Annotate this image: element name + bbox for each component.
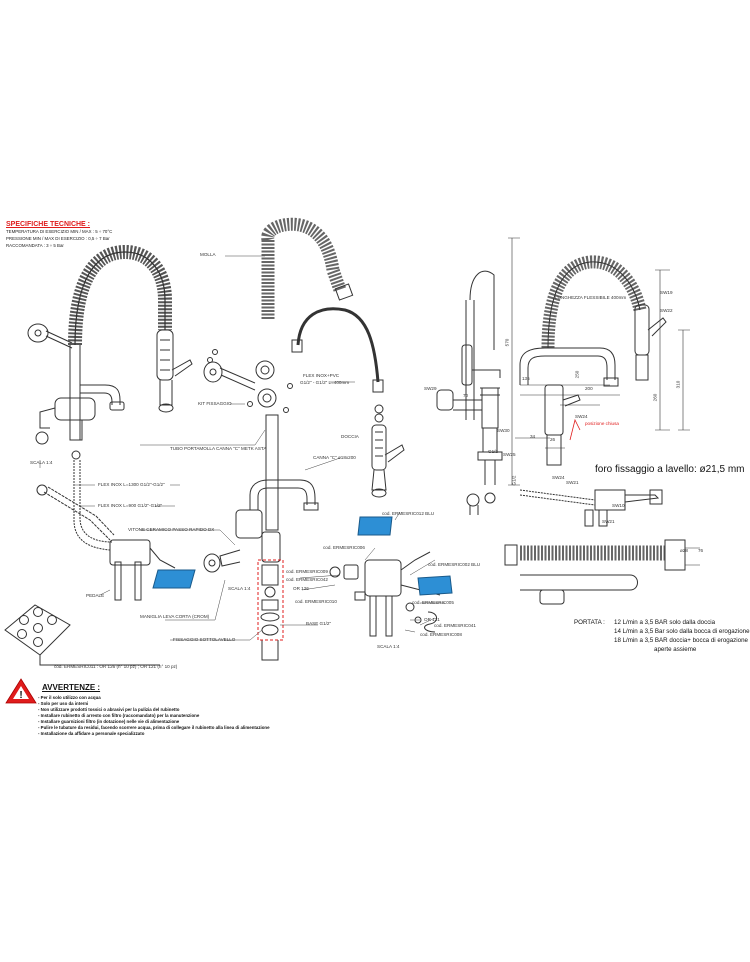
label-base: BASE G1/2" — [306, 621, 332, 626]
label-cod42: cod. ERMESRIC042 — [286, 577, 328, 582]
label-scala-left: SCALA 1:4 — [30, 460, 53, 465]
label-d70: 70 — [463, 393, 469, 398]
label-maniglia: MANIGLIA LEVA CORTA (CROM) — [140, 614, 210, 619]
label-cod11: cod. ERMESRIC011 : OR 126 (n° 10 pz) ; O… — [54, 664, 178, 669]
label-cod2: cod. ERMESRIC002 BLU — [428, 562, 481, 567]
label-kit-fissaggio: KIT FISSAGGIO — [198, 401, 232, 406]
blue-lever-1 — [357, 516, 393, 536]
label-cod8: cod. ERMESRIC008 — [420, 632, 462, 637]
label-sw21b: SW21 — [602, 519, 615, 524]
label-d570: 570 — [504, 338, 510, 347]
label-vitone: VITONE CERAMICO PASSO RAPIDO DX — [128, 527, 215, 532]
washer-kit — [4, 604, 160, 666]
svg-text:!: ! — [19, 690, 22, 701]
warnings-title: AVVERTENZE : — [42, 683, 101, 692]
label-d135: 135 — [522, 376, 530, 381]
portata-label: PORTATA : — [574, 619, 605, 626]
warning-item: - Non utilizzare prodotti tossici o abra… — [38, 707, 180, 712]
label-cod12: cod. ERMESRIC012 BLU — [382, 511, 435, 516]
label-flex-pvc: FLEX INOX+PVC — [303, 373, 340, 378]
portata-line-3: 18 L/min a 3,5 BAR doccia+ bocca di erog… — [614, 637, 748, 644]
label-scala-mid: SCALA 1:4 — [228, 586, 251, 591]
label-g12a: G1/2 — [488, 449, 498, 454]
label-flex-pvc-2: G1/2" - G1/2" L=400mm — [300, 380, 350, 385]
label-or126: OR 126 — [293, 586, 309, 591]
label-scala-right: SCALA 1:4 — [377, 644, 400, 649]
warning-item: - Solo per uso da interni — [38, 701, 89, 706]
label-cod6: cod. ERMESRIC006 — [323, 545, 365, 550]
label-molla: MOLLA — [200, 252, 216, 257]
label-sw21a: SW21 — [566, 480, 579, 485]
label-sw24b: SW24 — [552, 475, 565, 480]
label-cod10: cod. ERMESRIC010 — [295, 599, 337, 604]
pedal-blue-plate — [152, 569, 196, 589]
label-sw19: SW19 — [660, 290, 673, 295]
left-faucet-assembly — [27, 244, 193, 601]
label-sw30: SW30 — [497, 428, 510, 433]
label-canna: CANNA "C" ø18x200 — [313, 455, 356, 460]
label-d76: 76 — [698, 548, 704, 553]
warning-item: - Per il solo utilizzo con acqua — [38, 695, 101, 700]
label-tubo: TUBO PORTAMOLLA CANNA "C" METK ASTA — [170, 446, 267, 451]
specs-title: SPECIFICHE TECNICHE : — [6, 221, 91, 228]
label-cod41: cod. ERMESRIC041 — [434, 623, 476, 628]
warning-triangle-icon: ! — [5, 678, 37, 704]
label-foro: foro fissaggio a lavello: ø21,5 mm — [595, 464, 745, 475]
label-or121: OR 121 — [424, 617, 440, 622]
label-pedale: PEDALE — [86, 593, 105, 598]
label-fissaggio: FISSAGGIO SOTTOLAVELLO — [173, 637, 236, 642]
spec-line-3: RACCOMANDATA : 3 ÷ 5 Bar — [6, 243, 64, 248]
label-d250: 250 — [574, 370, 580, 379]
label-d34: 34 — [530, 434, 536, 439]
label-sw10: SW10 — [612, 503, 625, 508]
warning-item: - Pulire le tubature da residui, facendo… — [38, 725, 270, 730]
label-d200: 200 — [585, 386, 593, 391]
label-sw24a: SW24 — [575, 414, 588, 419]
label-flex2: FLEX INOX L=900 G1/2"-G1/2" — [98, 503, 163, 508]
exploded-view — [203, 217, 441, 661]
label-posizione: posizione chiusa — [585, 421, 619, 426]
spec-line-2: PRESSIONE MIN / MAX DI ESERCIZIO : 0,5 ÷… — [6, 236, 110, 241]
label-d260: 260 — [652, 393, 658, 402]
label-doccia: DOCCIA — [341, 434, 359, 439]
label-sw25: SW25 — [503, 452, 516, 457]
blue-lever-2 — [417, 575, 453, 596]
warning-item: - Installazione da affidare a personale … — [38, 731, 145, 736]
label-cod5: cod. ERMESRIC005 — [412, 600, 454, 605]
portata-line-2: 14 L/min a 3,5 Bar solo dalla bocca di e… — [614, 628, 750, 635]
label-g12b: G1/2 — [511, 475, 517, 486]
label-d26: 26 — [550, 437, 556, 442]
label-sw29: SW29 — [424, 386, 437, 391]
label-lunghezza: LUNGHEZZA FLESSIBILE 400mm — [555, 295, 627, 300]
label-d310: 310 — [675, 380, 681, 389]
dimensioned-drawing — [436, 237, 700, 605]
spec-line-1: TEMPERATURA DI ESERCIZIO MIN / MAX : 5 ÷… — [6, 229, 113, 234]
portata-line-4: aperte assieme — [654, 646, 697, 653]
warning-item: - Installare guarnizioni filtro (in dota… — [38, 719, 180, 724]
label-cod9: cod. ERMESRIC009 — [286, 569, 328, 574]
label-sw22: SW22 — [660, 308, 673, 313]
warning-item: - Installare rubinetto di arresto con fi… — [38, 713, 200, 718]
label-d28: ø28 — [680, 548, 688, 553]
label-flex1: FLEX INOX L=1300 G1/2"-G1/2" — [98, 482, 165, 487]
portata-line-1: 12 L/min a 3,5 BAR solo dalla doccia — [614, 619, 716, 626]
